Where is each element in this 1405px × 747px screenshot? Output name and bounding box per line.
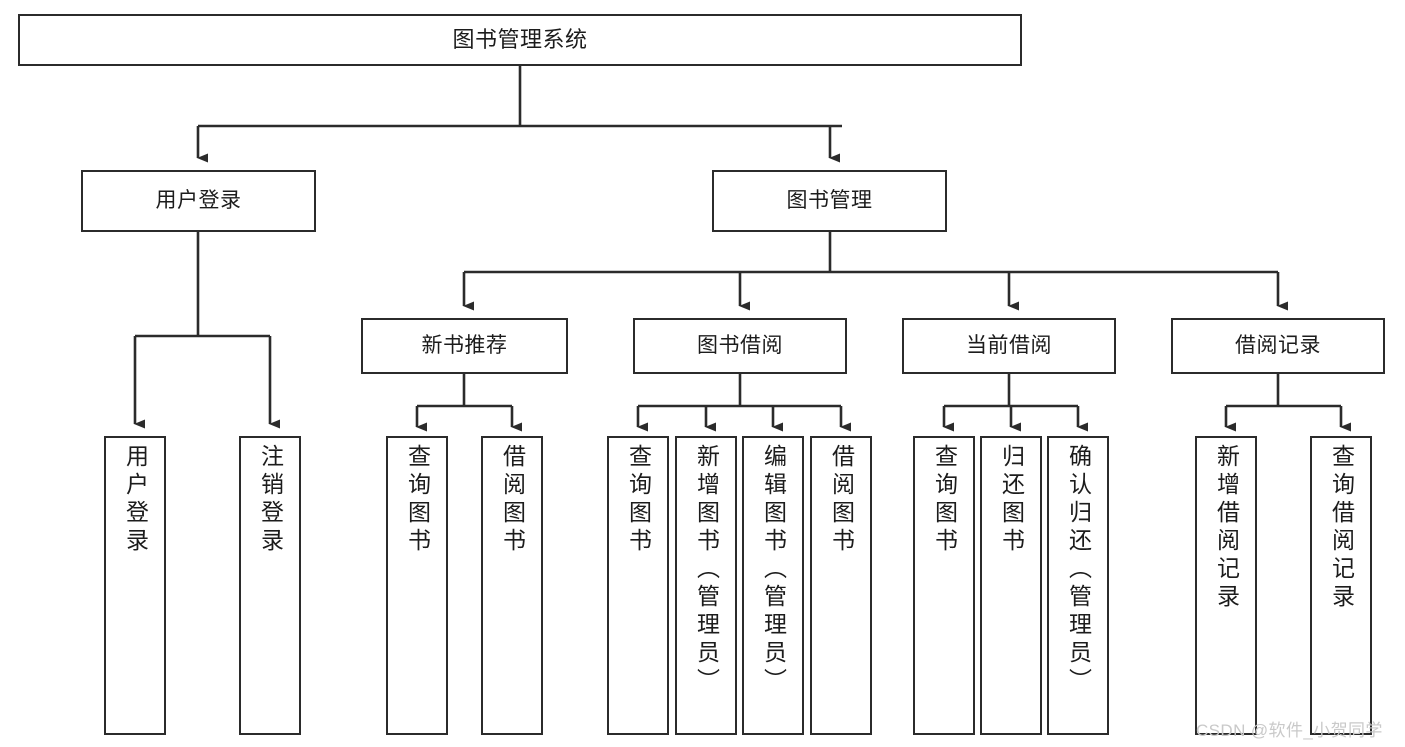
csdn-watermark: CSDN @软件_小贺同学 — [1196, 721, 1383, 740]
node-leaf-add-book[interactable]: 新增图书（管理员） — [675, 436, 737, 735]
node-book-borrow-label: 图书借阅 — [697, 333, 783, 357]
node-leaf-query-book-3-label: 查询图书 — [931, 444, 958, 556]
node-leaf-confirm-return-label: 确认归还（管理员） — [1065, 444, 1092, 696]
node-leaf-return-book[interactable]: 归还图书 — [980, 436, 1042, 735]
node-leaf-user-login[interactable]: 用户登录 — [104, 436, 166, 735]
node-leaf-logout[interactable]: 注销登录 — [239, 436, 301, 735]
node-leaf-edit-book[interactable]: 编辑图书（管理员） — [742, 436, 804, 735]
node-leaf-query-book-3[interactable]: 查询图书 — [913, 436, 975, 735]
node-leaf-borrow-book-1-label: 借阅图书 — [499, 444, 526, 556]
node-book-borrow[interactable]: 图书借阅 — [633, 318, 847, 374]
node-leaf-query-record[interactable]: 查询借阅记录 — [1310, 436, 1372, 735]
node-leaf-logout-label: 注销登录 — [257, 444, 284, 556]
node-leaf-borrow-book-2[interactable]: 借阅图书 — [810, 436, 872, 735]
node-book-manage[interactable]: 图书管理 — [712, 170, 947, 232]
node-leaf-add-record[interactable]: 新增借阅记录 — [1195, 436, 1257, 735]
node-leaf-user-login-label: 用户登录 — [122, 444, 149, 556]
node-leaf-query-book-2[interactable]: 查询图书 — [607, 436, 669, 735]
node-leaf-query-book-1-label: 查询图书 — [404, 444, 431, 556]
node-current-borrow[interactable]: 当前借阅 — [902, 318, 1116, 374]
node-leaf-query-record-label: 查询借阅记录 — [1328, 444, 1355, 612]
node-borrow-record-label: 借阅记录 — [1235, 333, 1321, 357]
node-root-label: 图书管理系统 — [452, 27, 588, 53]
node-leaf-query-book-2-label: 查询图书 — [625, 444, 652, 556]
node-user-login[interactable]: 用户登录 — [81, 170, 316, 232]
node-user-login-label: 用户登录 — [155, 188, 242, 212]
node-leaf-borrow-book-2-label: 借阅图书 — [828, 444, 855, 556]
node-current-borrow-label: 当前借阅 — [966, 333, 1052, 357]
node-leaf-edit-book-label: 编辑图书（管理员） — [760, 444, 787, 696]
node-root[interactable]: 图书管理系统 — [18, 14, 1022, 66]
node-leaf-add-record-label: 新增借阅记录 — [1213, 444, 1240, 612]
node-leaf-borrow-book-1[interactable]: 借阅图书 — [481, 436, 543, 735]
node-leaf-return-book-label: 归还图书 — [998, 444, 1025, 556]
node-new-book-recommend-label: 新书推荐 — [421, 333, 508, 357]
node-book-manage-label: 图书管理 — [786, 188, 873, 212]
node-new-book-recommend[interactable]: 新书推荐 — [361, 318, 568, 374]
node-leaf-confirm-return[interactable]: 确认归还（管理员） — [1047, 436, 1109, 735]
node-borrow-record[interactable]: 借阅记录 — [1171, 318, 1385, 374]
node-leaf-add-book-label: 新增图书（管理员） — [693, 444, 720, 696]
node-leaf-query-book-1[interactable]: 查询图书 — [386, 436, 448, 735]
